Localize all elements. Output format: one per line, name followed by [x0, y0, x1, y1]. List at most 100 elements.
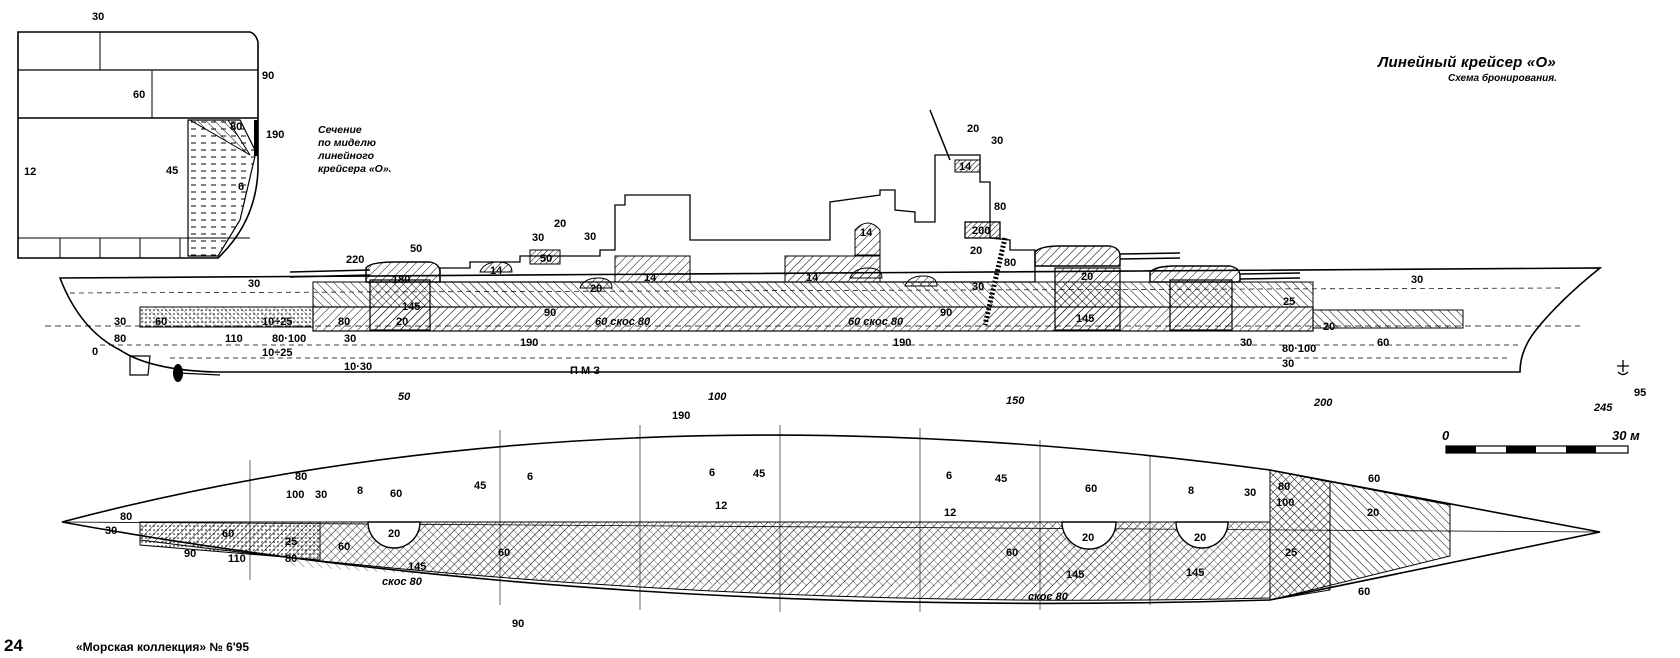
profile-label: 30 — [991, 135, 1003, 147]
section-label: 190 — [266, 129, 284, 141]
plan-label: 6 — [946, 470, 952, 482]
profile-label: 14 — [806, 272, 819, 284]
section-label: 12 — [24, 166, 36, 178]
plan-label: 20 — [1367, 507, 1379, 519]
plan-label: 25 — [1285, 547, 1297, 559]
profile-label: 80 — [994, 201, 1006, 213]
profile-label: 20 — [590, 283, 602, 295]
plan-label: 60 — [498, 547, 510, 559]
plan-label: 12 — [944, 507, 956, 519]
profile-label: 30 — [972, 281, 984, 293]
section-label: 90 — [262, 70, 274, 82]
plan-label: 8 — [357, 485, 363, 497]
profile-label: 30 — [1282, 358, 1294, 370]
profile-label: 14 — [644, 272, 657, 284]
scale-start: 0 — [1442, 428, 1450, 443]
profile-label: 180 — [392, 274, 410, 286]
frame-mark: 100 — [708, 391, 727, 403]
profile-label: 30 — [532, 232, 544, 244]
profile-label: 30 — [584, 231, 596, 243]
profile-label: 20 — [1323, 321, 1335, 333]
frame-mark: 245 — [1593, 402, 1613, 414]
drawing-subtitle: Схема бронирования. — [1448, 73, 1557, 84]
section-caption-line: по миделю — [318, 137, 376, 149]
plan-label: 6 — [527, 471, 533, 483]
profile-label: 60 — [1377, 337, 1389, 349]
profile-label: 200 — [972, 225, 990, 237]
section-label: 60 — [133, 89, 145, 101]
profile-label: 20 — [396, 316, 408, 328]
profile-label: 80·100 — [272, 333, 306, 345]
section-caption: Сечение по миделю линейного крейсера «О»… — [318, 124, 438, 176]
section-label: 6 — [238, 181, 244, 193]
plan-labels: 190 80 100 30 8 60 45 6 6 45 6 45 60 8 3… — [105, 410, 1380, 603]
plan-label: 45 — [474, 480, 486, 492]
plan-label: 80 — [120, 511, 132, 523]
journal-title: «Морская коллекция» № 6'95 — [76, 640, 250, 654]
profile-label: 30 — [114, 316, 126, 328]
frame-mark: 150 — [1006, 395, 1025, 407]
scale-end: 30 м — [1612, 428, 1640, 443]
profile-label: 110 — [225, 333, 243, 345]
section-labels: 30 90 60 80 190 12 45 6 — [24, 11, 284, 193]
plan-label: 190 — [672, 410, 690, 422]
profile-label: 20 — [1081, 271, 1093, 283]
profile-label: 90 — [940, 307, 952, 319]
section-label: 30 — [92, 11, 104, 23]
plan-label: 30 — [1244, 487, 1256, 499]
profile-label: 190 — [520, 337, 538, 349]
profile-label: 60 скос 80 — [848, 316, 904, 328]
frame-mark: 200 — [1313, 397, 1333, 409]
profile-label: 30 — [1411, 274, 1423, 286]
profile-label: 80 — [338, 316, 350, 328]
plan-label: 145 — [1186, 567, 1204, 579]
plan-label: 25 — [285, 536, 297, 548]
section-caption-line: Сечение — [318, 124, 362, 136]
profile-label: 190 — [893, 337, 911, 349]
profile-label: 25 — [1283, 296, 1295, 308]
profile-label: 20 — [967, 123, 979, 135]
plan-label: скос 80 — [1028, 591, 1069, 603]
plan-label: 30 — [105, 525, 117, 537]
profile-label: 220 — [346, 254, 364, 266]
profile-label: 50 — [540, 253, 552, 265]
profile-label: П М З — [570, 365, 600, 377]
drawing-title: Линейный крейсер «О» — [1378, 54, 1556, 71]
plan-view — [61, 425, 1601, 612]
plan-label: 110 — [228, 553, 246, 565]
profile-label: 20 — [970, 245, 982, 257]
plan-label: 60 — [390, 488, 402, 500]
plan-label: 60 — [1085, 483, 1097, 495]
frame-scale: 50 100 150 200 245 — [398, 391, 1613, 414]
section-caption-line: крейсера «О». — [318, 163, 392, 175]
plan-label: 20 — [1194, 532, 1206, 544]
profile-label: 60 скос 80 — [595, 316, 651, 328]
plan-label: 80 — [1278, 481, 1290, 493]
scale-bar: 0 30 м — [1442, 428, 1640, 454]
profile-label: 10÷25 — [262, 316, 293, 328]
plan-label: 145 — [1066, 569, 1084, 581]
side-profile — [45, 109, 1629, 382]
plan-label: 60 — [1358, 586, 1370, 598]
section-label: 80 — [230, 121, 242, 133]
page-number: 24 — [4, 636, 23, 655]
plan-label: 145 — [408, 561, 426, 573]
profile-label: 30 — [1240, 337, 1252, 349]
profile-labels: 30 220 50 180 145 20 90 60 скос 80 60 ск… — [92, 123, 1646, 399]
plan-label: 8 — [1188, 485, 1194, 497]
profile-label: 145 — [402, 301, 420, 313]
profile-label: 50 — [410, 243, 422, 255]
profile-label: 10·30 — [344, 361, 372, 373]
profile-label: 14 — [490, 265, 503, 277]
profile-label: 30 — [344, 333, 356, 345]
plan-label: 90 — [184, 548, 196, 560]
plan-label: 60 — [338, 541, 350, 553]
plan-label: 60 — [1006, 547, 1018, 559]
profile-label: 145 — [1076, 313, 1094, 325]
profile-label: 30 — [248, 278, 260, 290]
profile-label: 0 — [92, 346, 98, 358]
section-caption-line: линейного — [318, 150, 375, 162]
profile-label: 80 — [1004, 257, 1016, 269]
plan-label: 45 — [753, 468, 765, 480]
